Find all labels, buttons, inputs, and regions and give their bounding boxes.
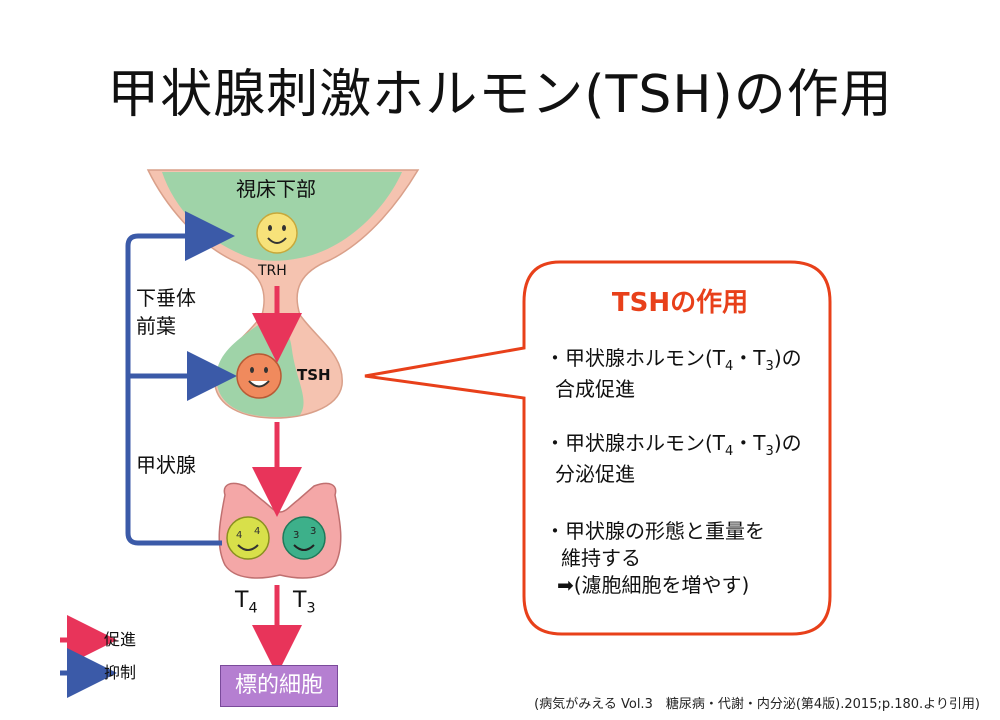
svg-text:4: 4 [236, 530, 242, 541]
pituitary-label-line2: 前葉 [136, 314, 176, 338]
hypothalamus-label: 視床下部 [236, 177, 316, 201]
pituitary-smiley-icon [236, 353, 282, 399]
target-cell-box: 標的細胞 [220, 665, 338, 707]
t4-label: T4 [235, 588, 258, 617]
callout-item-morphology: ・甲状腺の形態と重量を 維持する ➡(濾胞細胞を増やす) [545, 519, 765, 597]
callout-item-secretion: ・甲状腺ホルモン(T4・T3)の 分泌促進 [545, 431, 802, 486]
pituitary-label-line1: 下垂体 [136, 286, 196, 310]
legend-inhibit-label: 抑制 [104, 663, 137, 682]
svg-text:3: 3 [293, 530, 299, 541]
tsh-label: TSH [297, 366, 331, 384]
callout-item-synthesis: ・甲状腺ホルモン(T4・T3)の 合成促進 [545, 346, 802, 401]
svg-text:3: 3 [310, 526, 316, 537]
callout-bubble [364, 260, 832, 636]
trh-label: TRH [258, 263, 287, 279]
hypothalamus-smiley-icon [256, 212, 298, 254]
legend-promote-label: 促進 [104, 630, 137, 649]
thyroid-label: 甲状腺 [136, 453, 196, 477]
feedback-inhibit-line [125, 211, 235, 546]
page-title: 甲状腺刺激ホルモン(TSH)の作用 [107, 65, 893, 125]
t3-label: T3 [293, 588, 316, 617]
t3-smiley-icon: 3 3 [282, 516, 326, 560]
callout-title: TSHの作用 [611, 288, 749, 318]
svg-text:4: 4 [254, 526, 260, 537]
t4-smiley-icon: 4 4 [226, 516, 270, 560]
citation: (病気がみえる Vol.3 糖尿病・代謝・内分泌(第4版).2015;p.180… [534, 697, 980, 712]
